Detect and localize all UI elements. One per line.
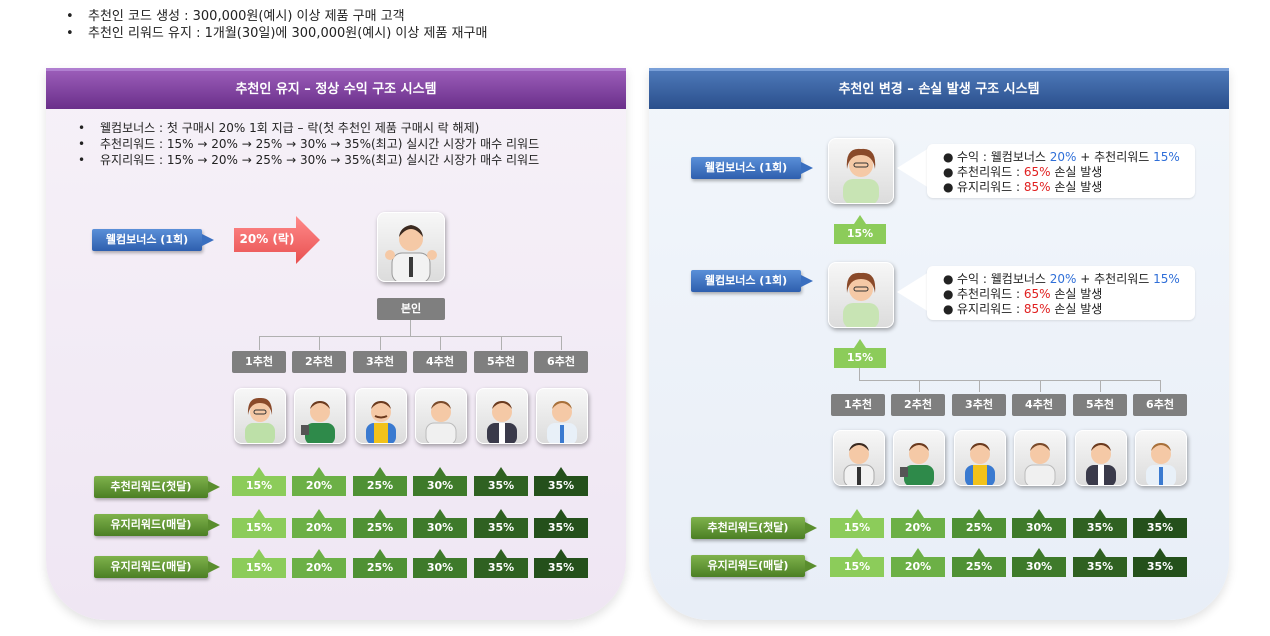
- tree-connector: [979, 380, 980, 392]
- reward-value: 25%: [952, 518, 1006, 538]
- referral-avatar: [415, 388, 467, 444]
- referral-label: 5추천: [1073, 394, 1127, 416]
- reward-value: 20%: [292, 476, 346, 496]
- right-panel: 추천인 변경 – 손실 발생 구조 시스템 웰컴보너스 (1회) ●수익 : 웰…: [649, 68, 1229, 620]
- reward-value: 35%: [1133, 518, 1187, 538]
- reward-value: 20%: [292, 558, 346, 578]
- reward-value: 30%: [1012, 557, 1066, 577]
- reward-value: 20%: [292, 518, 346, 538]
- tree-connector: [919, 380, 920, 392]
- reward-value: 35%: [474, 558, 528, 578]
- reward-value: 15%: [830, 518, 884, 538]
- reward-value: 30%: [413, 558, 467, 578]
- referral-label: 6추천: [1133, 394, 1187, 416]
- reward-value: 15%: [830, 557, 884, 577]
- referral-label: 4추천: [413, 351, 467, 373]
- pointer-arrow-icon: [897, 148, 929, 188]
- referral-avatar: [234, 388, 286, 444]
- left-panel-bullets: •웰컴보너스 : 첫 구매시 20% 1회 지급 – 락(첫 추천인 제품 구매…: [78, 120, 539, 168]
- man-office-icon: [378, 213, 444, 281]
- tree-connector: [259, 336, 260, 350]
- referral-label: 4추천: [1012, 394, 1066, 416]
- tree-connector: [259, 336, 561, 337]
- referral-avatar: [294, 388, 346, 444]
- reward-row-label: 유지리워드(매달): [94, 514, 208, 536]
- self-label: 본인: [377, 298, 445, 320]
- left-panel: 추천인 유지 – 정상 수익 구조 시스템 •웰컴보너스 : 첫 구매시 20%…: [46, 68, 626, 620]
- left-panel-title: 추천인 유지 – 정상 수익 구조 시스템: [46, 68, 626, 109]
- reward-value: 25%: [353, 558, 407, 578]
- referral-label: 5추천: [474, 351, 528, 373]
- referral-avatar: [1075, 430, 1127, 486]
- referral-avatar: [476, 388, 528, 444]
- reward-value: 35%: [474, 518, 528, 538]
- reward-value: 35%: [534, 558, 588, 578]
- reward-value: 15%: [232, 518, 286, 538]
- referral-label: 3추천: [353, 351, 407, 373]
- tree-connector: [1040, 380, 1041, 392]
- tree-connector: [859, 380, 1161, 381]
- loss-info-box: ●수익 : 웰컴보너스 20% + 추천리워드 15% ●추천리워드 : 65%…: [927, 266, 1195, 320]
- referral-label: 1추천: [232, 351, 286, 373]
- self-avatar: [377, 212, 445, 282]
- top-bullet-list: •추천인 코드 생성 : 300,000원(예시) 이상 제품 구매 고객 •추…: [66, 8, 487, 42]
- reward-value: 15%: [232, 476, 286, 496]
- tree-connector: [440, 336, 441, 350]
- top-bullet-item: •추천인 리워드 유지 : 1개월(30일)에 300,000원(예시) 이상 …: [66, 25, 487, 42]
- reward-value: 35%: [1133, 557, 1187, 577]
- referral-avatar: [1014, 430, 1066, 486]
- reward-value: 35%: [534, 518, 588, 538]
- referral-label: 2추천: [292, 351, 346, 373]
- tree-connector: [319, 336, 320, 350]
- tree-connector: [859, 368, 860, 380]
- reward-value: 25%: [952, 557, 1006, 577]
- welcome-bonus-label: 웰컴보너스 (1회): [691, 157, 801, 179]
- reward-value: 25%: [353, 476, 407, 496]
- reward-row-label: 유지리워드(매달): [691, 555, 805, 577]
- referral-avatar: [954, 430, 1006, 486]
- reward-value: 20%: [891, 557, 945, 577]
- reward-row-label: 추천리워드(첫달): [691, 517, 805, 539]
- referral-avatar: [536, 388, 588, 444]
- referral-label: 3추천: [952, 394, 1006, 416]
- tree-connector: [1160, 380, 1161, 392]
- tree-connector: [410, 320, 411, 336]
- reward-value: 30%: [413, 476, 467, 496]
- step-value: 15%: [834, 348, 886, 368]
- reward-value: 15%: [232, 558, 286, 578]
- right-panel-title: 추천인 변경 – 손실 발생 구조 시스템: [649, 68, 1229, 109]
- tree-connector: [561, 336, 562, 350]
- reward-row-label: 추천리워드(첫달): [94, 476, 208, 498]
- referral-avatar: [833, 430, 885, 486]
- step-value: 15%: [834, 224, 886, 244]
- reward-value: 25%: [353, 518, 407, 538]
- reward-value: 35%: [534, 476, 588, 496]
- referral-label: 1추천: [831, 394, 885, 416]
- referrer-avatar: [828, 262, 894, 328]
- reward-row-label: 유지리워드(매달): [94, 556, 208, 578]
- referrer-avatar: [828, 138, 894, 204]
- reward-value: 20%: [891, 518, 945, 538]
- welcome-bonus-label: 웰컴보너스 (1회): [691, 270, 801, 292]
- reward-value: 30%: [413, 518, 467, 538]
- tree-connector: [380, 336, 381, 350]
- welcome-bonus-label: 웰컴보너스 (1회): [92, 229, 202, 251]
- reward-value: 35%: [474, 476, 528, 496]
- referral-label: 2추천: [891, 394, 945, 416]
- reward-value: 35%: [1073, 557, 1127, 577]
- reward-value: 30%: [1012, 518, 1066, 538]
- loss-info-box: ●수익 : 웰컴보너스 20% + 추천리워드 15% ●추천리워드 : 65%…: [927, 144, 1195, 198]
- referral-label: 6추천: [534, 351, 588, 373]
- tree-connector: [501, 336, 502, 350]
- referral-avatar: [1135, 430, 1187, 486]
- pointer-arrow-icon: [897, 272, 929, 312]
- tree-connector: [1100, 380, 1101, 392]
- referral-avatar: [355, 388, 407, 444]
- welcome-bonus-value: 20% (락): [234, 230, 300, 247]
- top-bullet-item: •추천인 코드 생성 : 300,000원(예시) 이상 제품 구매 고객: [66, 8, 487, 25]
- referral-avatar: [893, 430, 945, 486]
- reward-value: 35%: [1073, 518, 1127, 538]
